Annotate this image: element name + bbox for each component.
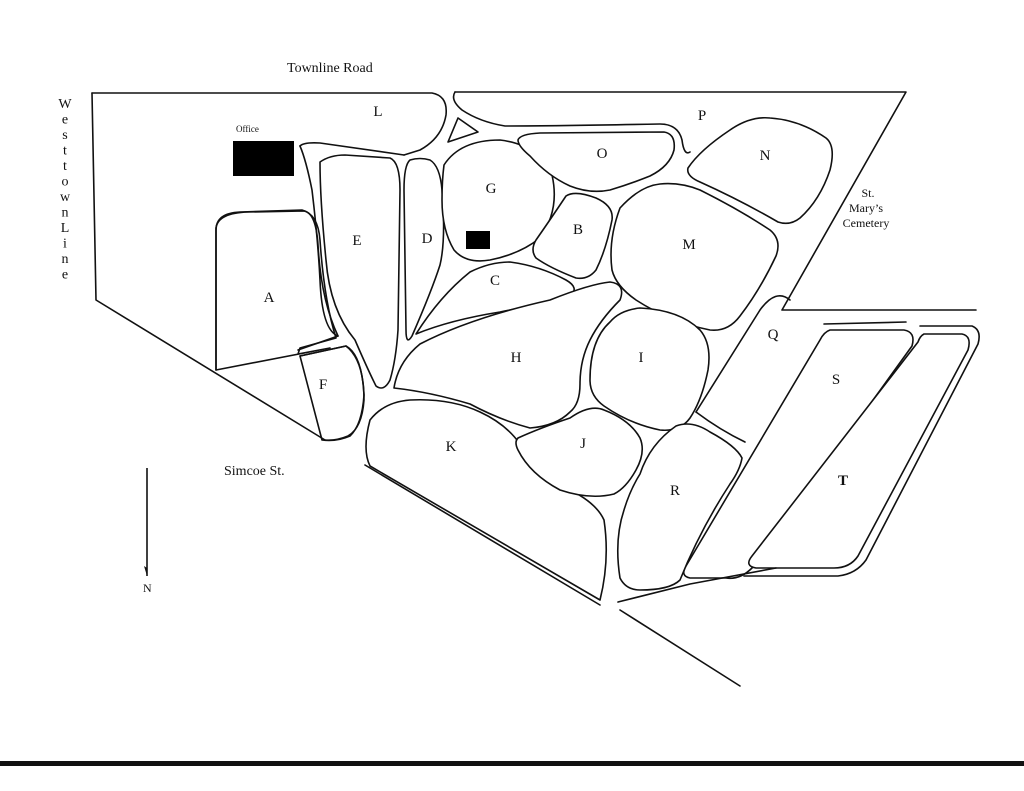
section-q-label: Q [768,327,779,343]
section-n-label: N [760,148,771,164]
section-m-plot[interactable] [610,182,779,332]
neighbor-line-1: St. [861,186,874,200]
section-t-label: T [838,473,848,489]
section-p-label: P [698,108,706,124]
section-a-plot[interactable] [215,209,337,371]
neighbor-line-2: Mary’s [849,201,883,215]
townline-road-label: Townline Road [287,61,373,76]
section-o-plot[interactable] [517,131,676,193]
section-r-plot[interactable] [616,423,743,591]
section-n-plot[interactable] [686,116,834,225]
simcoe-st-label: Simcoe St. [224,464,285,479]
section-j-label: J [580,436,586,452]
small-building [466,231,490,249]
section-m-label: M [682,237,695,253]
section-d-label: D [422,231,433,247]
section-t-plot[interactable] [748,333,970,569]
section-h-label: H [511,350,522,366]
section-labels: A B C D E F G H I J K L M N O P Q R S T [264,104,848,499]
section-r-label: R [670,483,680,499]
section-k-label: K [446,439,457,455]
bottom-rule [0,761,1024,766]
section-o-label: O [597,146,608,162]
neighbor-line-3: Cemetery [843,216,890,230]
section-e-label: E [352,233,361,249]
office-building [233,141,294,176]
section-d-plot[interactable] [403,157,445,341]
office-label: Office [236,124,259,134]
property-boundary [91,91,977,687]
section-a-label: A [264,290,275,306]
north-arrow: N [143,468,152,595]
section-c-label: C [490,273,500,289]
section-b-label: B [573,222,583,238]
section-s-label: S [832,372,840,388]
section-f-plot[interactable] [299,345,365,442]
section-i-label: I [639,350,644,366]
triangle-plot [447,117,479,143]
section-j-plot[interactable] [515,407,644,498]
section-c-plot[interactable] [415,261,575,335]
section-l-label: L [373,104,382,120]
compass-label: N [143,581,152,595]
section-b-plot[interactable] [532,192,613,280]
section-i-plot[interactable] [589,307,710,432]
section-g-plot[interactable] [441,139,556,262]
section-f-label: F [319,377,327,393]
section-e-plot[interactable] [319,154,401,389]
section-g-label: G [486,181,497,197]
section-h-plot[interactable] [393,281,623,429]
